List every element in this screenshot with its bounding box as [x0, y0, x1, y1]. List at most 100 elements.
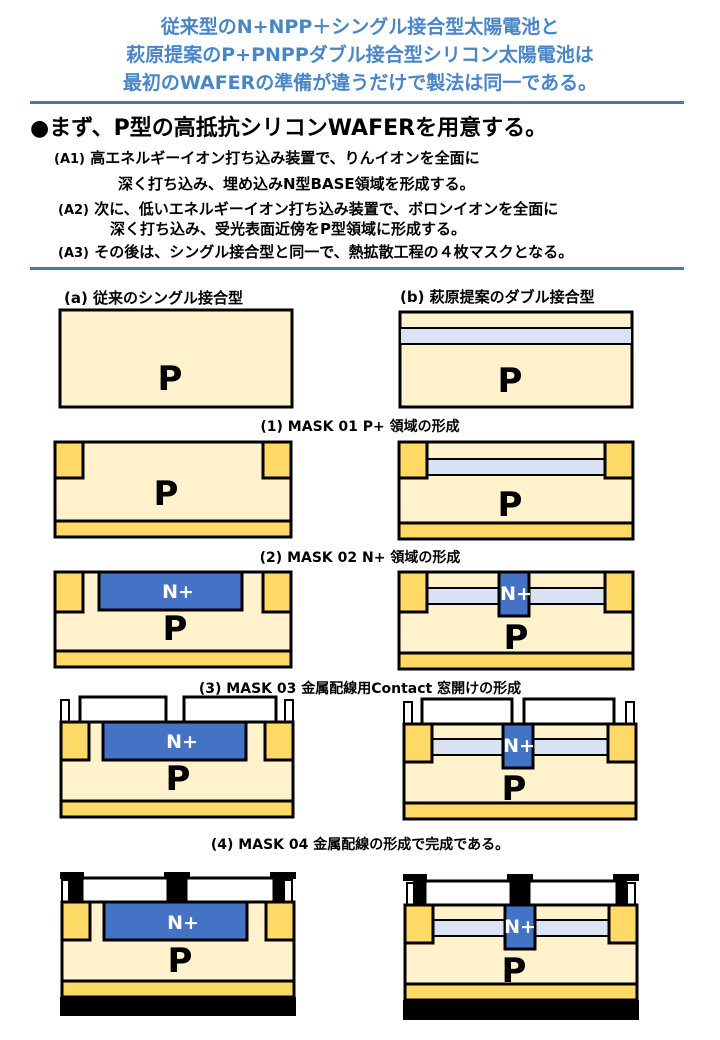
oxide-a4-mid1	[80, 876, 170, 904]
step-a1-tag: (A1)	[54, 152, 85, 167]
title-line-2: 萩原提案のP+PNPPダブル接合型シリコン太陽電池は	[126, 44, 594, 66]
nplus-a3	[101, 720, 248, 762]
wafer-b-mask3	[402, 697, 638, 821]
wafer-b-mask1	[397, 440, 635, 541]
wafer-b-initial	[398, 310, 634, 409]
pplus-left-a3	[59, 720, 91, 762]
metal-a4	[60, 872, 296, 1016]
mask-03-label: (3) MASK 03 金属配線用Contact 窓開けの形成	[198, 681, 522, 697]
metal-b4-plug-mid	[511, 874, 529, 905]
n-layer-b1	[424, 458, 608, 476]
pplus-right-b2	[603, 570, 635, 614]
step-a3: (A3) その後は、シングル接合型と同一で、熱拡散工程の４枚マスクとなる。	[58, 241, 573, 262]
pplus-right-a4	[264, 900, 296, 942]
oxide-b4-mid1	[423, 879, 513, 907]
mask-02-label: (2) MASK 02 N+ 領域の形成	[259, 550, 461, 566]
oxide-a3-left	[60, 699, 70, 723]
pplus-right-b1	[603, 440, 635, 480]
step-a3-tag: (A3)	[58, 246, 89, 261]
title-line-1: 従来型のN+NPP＋シングル接合型太陽電池と	[160, 16, 560, 38]
pplus-left-b2	[397, 570, 429, 614]
label-p-a1: P	[154, 474, 179, 514]
wafer-a-mask2	[53, 570, 293, 669]
substrate-a0	[58, 308, 294, 409]
label-nplus-a4: N+	[167, 912, 199, 934]
backside-a4	[60, 979, 296, 999]
pplus-right-b4	[607, 903, 639, 945]
panel-a-label: (a) 従来のシングル接合型	[64, 289, 244, 307]
oxide-b3-right	[625, 701, 635, 725]
step-a2-line1: 次に、低いエネルギーイオン打ち込み装置で、ボロンイオンを全面に	[94, 200, 559, 218]
backside-b2	[397, 651, 635, 671]
wafer-a-mask1	[53, 440, 293, 539]
metal-a4-plug-left	[68, 872, 82, 902]
step-a3-line1: その後は、シングル接合型と同一で、熱拡散工程の４枚マスクとなる。	[94, 243, 574, 261]
metal-b4-plug-left	[413, 874, 425, 905]
backside-a3	[59, 799, 295, 819]
metal-b4	[403, 874, 639, 1020]
oxide-b4-right	[626, 882, 636, 906]
oxide-a4-right	[283, 879, 293, 903]
oxide-b4-mid2	[527, 879, 619, 907]
oxide-a4-mid2	[184, 876, 276, 904]
pplus-left-a2	[53, 570, 85, 614]
wafer-a-initial	[58, 308, 294, 409]
main-heading: ●まず、P型の高抵抗シリコンWAFERを用意する。	[30, 116, 548, 141]
nplus-b2	[497, 570, 531, 618]
oxide-a3-mid2	[182, 695, 278, 724]
pplus-right-a3	[263, 720, 295, 762]
label-p-a3: P	[166, 759, 191, 799]
label-p-a4: P	[168, 941, 193, 981]
pplus-left-b1	[397, 440, 429, 480]
nplus-b3	[501, 722, 535, 770]
pplus-right-a1	[261, 440, 293, 480]
step-a2: (A2) 次に、低いエネルギーイオン打ち込み装置で、ボロンイオンを全面に	[58, 198, 558, 219]
pplus-right-a2	[261, 570, 293, 614]
pplus-right-b3	[606, 722, 638, 764]
label-p-a0: P	[158, 359, 183, 399]
label-p-b4: P	[502, 951, 527, 991]
nplus-a2	[97, 570, 244, 612]
step-a2-cont: 深く打ち込み、受光表面近傍をP型領域に形成する。	[110, 220, 466, 238]
step-a1-cont: 深く打ち込み、埋め込みN型BASE領域を形成する。	[118, 175, 475, 193]
oxide-a3-mid1	[78, 695, 168, 724]
metal-a4-plug-mid	[168, 872, 186, 902]
n-layer-b0	[399, 327, 633, 345]
mask-04-label: (4) MASK 04 金属配線の形成で完成である。	[210, 837, 510, 853]
metal-b4-plug-right	[617, 874, 627, 905]
label-nplus-a3: N+	[166, 731, 198, 753]
oxide-b3-mid1	[420, 697, 514, 726]
metal-b4-backside	[403, 1000, 639, 1020]
step-a1-line1: 高エネルギーイオン打ち込み装置で、りんイオンを全面に	[90, 149, 480, 167]
pplus-left-a1	[53, 440, 85, 480]
label-p-b2: P	[504, 618, 529, 658]
middle-rule	[30, 267, 684, 270]
oxide-b3-mid2	[522, 697, 616, 726]
label-nplus-a2: N+	[162, 581, 194, 603]
wafer-b-mask2	[397, 570, 635, 671]
metal-a4-plug-right	[274, 872, 284, 902]
metal-a4-backside	[60, 997, 296, 1016]
panel-b-label: (b) 萩原提案のダブル接合型	[400, 288, 595, 306]
backside-a2	[53, 649, 293, 669]
backside-b3	[402, 801, 638, 821]
label-p-a2: P	[163, 609, 188, 649]
pplus-left-b3	[402, 722, 434, 764]
top-rule	[30, 101, 684, 104]
pplus-left-a4	[60, 900, 92, 942]
wafer-a-mask3	[59, 695, 295, 819]
label-p-b1: P	[498, 485, 523, 525]
backside-a1	[53, 519, 293, 539]
oxide-a3-right	[284, 699, 294, 723]
label-p-b3: P	[502, 769, 527, 809]
step-a2-tag: (A2)	[58, 203, 89, 218]
oxide-b3-left	[403, 701, 413, 725]
label-p-b0: P	[498, 361, 523, 401]
label-nplus-b3: N+	[503, 735, 535, 757]
nplus-b4	[503, 903, 537, 951]
backside-b1	[397, 521, 635, 541]
title-line-3: 最初のWAFERの準備が違うだけで製法は同一である。	[122, 72, 598, 94]
mask-01-label: (1) MASK 01 P+ 領域の形成	[260, 419, 460, 435]
label-nplus-b4: N+	[504, 916, 536, 938]
